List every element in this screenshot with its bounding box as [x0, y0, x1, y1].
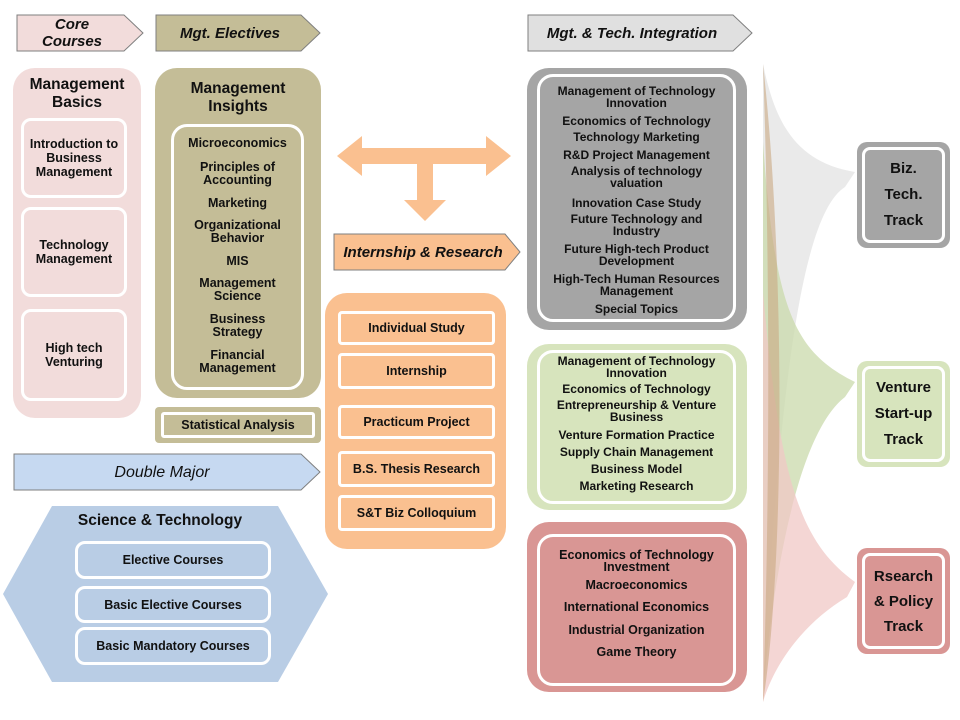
track-flow-shapes — [763, 64, 855, 702]
course-supply-chain-management: Supply Chain Management — [559, 445, 714, 459]
course-innovation-case-study: Innovation Case Study — [571, 196, 702, 210]
course-high-tech-venturing: High tech Venturing — [21, 309, 127, 401]
course-technology-marketing: Technology Marketing — [573, 130, 700, 144]
course-basic-mandatory-courses: Basic Mandatory Courses — [75, 627, 271, 665]
course-organizational-behavior: Organizational Behavior — [194, 218, 281, 245]
internship-research-arrow-shape — [333, 233, 521, 271]
biz-tech-track: Biz. Tech. Track — [857, 142, 950, 248]
course-mot-innovation-biz: Management of Technology Innovation — [557, 84, 716, 110]
course-analysis-technology-valuation: Analysis of technology valuation — [570, 164, 703, 190]
course-special-topics: Special Topics — [594, 302, 679, 316]
research-policy-track: Rsearch & Policy Track — [857, 548, 950, 654]
double-major-tag: Double Major — [13, 453, 321, 491]
integration-label: Mgt. & Tech. Integration — [546, 24, 718, 42]
course-future-technology-industry: Future Technology and Industry — [570, 212, 703, 238]
integration-tag: Mgt. & Tech. Integration — [527, 14, 753, 52]
course-venture-formation-practice: Venture Formation Practice — [558, 428, 715, 442]
course-internship: Internship — [338, 353, 495, 389]
course-business-model: Business Model — [590, 462, 683, 476]
course-future-hightech-product-dev: Future High-tech Product Development — [564, 242, 709, 268]
course-individual-study: Individual Study — [338, 311, 495, 345]
venture-course-list: Management of Technology Innovation Econ… — [537, 350, 736, 504]
core-courses-arrow-shape — [16, 14, 144, 52]
course-financial-management: Financial Management — [199, 348, 276, 375]
mgt-electives-label: Mgt. Electives — [179, 24, 281, 42]
course-practicum-project: Practicum Project — [338, 405, 495, 439]
management-insights-title: Management Insights — [190, 80, 286, 115]
course-hightech-human-resources: High-Tech Human Resources Management — [553, 272, 720, 298]
course-economics-of-technology-biz: Economics of Technology — [562, 114, 711, 128]
course-management-science: Management Science — [199, 276, 276, 303]
venture-track-label: Venture Start-up Track — [862, 366, 945, 462]
course-industrial-organization: Industrial Organization — [568, 623, 705, 637]
course-elective-courses: Elective Courses — [75, 541, 271, 579]
biz-tech-track-label: Biz. Tech. Track — [862, 147, 945, 243]
statistical-analysis-panel: Statistical Analysis — [155, 407, 321, 443]
internship-research-label: Internship & Research — [343, 243, 503, 261]
double-major-arrow-shape — [13, 453, 321, 491]
integration-arrow-shape — [527, 14, 753, 52]
course-microeconomics: Microeconomics — [188, 136, 287, 150]
course-intro-business-management: Introduction to Business Management — [21, 118, 127, 198]
course-macroeconomics: Macroeconomics — [585, 578, 688, 592]
mgt-electives-arrow-shape — [155, 14, 321, 52]
course-international-economics: International Economics — [563, 600, 710, 614]
core-courses-label: Core Courses — [41, 16, 103, 50]
course-game-theory: Game Theory — [596, 645, 677, 659]
core-courses-tag: Core Courses — [16, 14, 144, 52]
research-policy-track-label: Rsearch & Policy Track — [862, 553, 945, 649]
course-principles-of-accounting: Principles of Accounting — [199, 160, 276, 187]
course-marketing: Marketing — [207, 196, 268, 210]
course-marketing-research: Marketing Research — [579, 479, 694, 493]
management-basics-title: Management Basics — [29, 76, 125, 111]
cross-arrow-shape — [337, 136, 511, 221]
venture-course-panel: Management of Technology Innovation Econ… — [527, 344, 747, 510]
course-mot-innovation-venture: Management of Technology Innovation — [557, 354, 716, 380]
biz-tech-course-list: Management of Technology Innovation Econ… — [537, 74, 736, 322]
course-st-biz-colloquium: S&T Biz Colloquium — [338, 495, 495, 531]
management-insights-list: Microeconomics Principles of Accounting … — [171, 124, 304, 390]
science-technology-title: Science & Technology — [77, 512, 243, 529]
internship-research-tag: Internship & Research — [333, 233, 521, 271]
course-rd-project-management: R&D Project Management — [563, 148, 710, 162]
research-course-panel: Economics of Technology Investment Macro… — [527, 522, 747, 692]
mgt-electives-tag: Mgt. Electives — [155, 14, 321, 52]
venture-track: Venture Start-up Track — [857, 361, 950, 467]
management-insights-panel: Management Insights Microeconomics Princ… — [155, 68, 321, 398]
biz-tech-course-panel: Management of Technology Innovation Econ… — [527, 68, 747, 330]
course-basic-elective-courses: Basic Elective Courses — [75, 586, 271, 623]
internship-research-panel: Individual Study Internship Practicum Pr… — [325, 293, 506, 549]
course-mis: MIS — [226, 254, 249, 268]
course-economics-of-technology-venture: Economics of Technology — [562, 382, 711, 396]
research-course-list: Economics of Technology Investment Macro… — [537, 534, 736, 686]
course-business-strategy: Business Strategy — [209, 312, 266, 339]
course-statistical-analysis: Statistical Analysis — [161, 412, 315, 438]
course-technology-management: Technology Management — [21, 207, 127, 297]
course-economics-technology-investment: Economics of Technology Investment — [559, 548, 714, 574]
course-entrepreneurship-venture-business: Entrepreneurship & Venture Business — [556, 398, 717, 424]
course-bs-thesis-research: B.S. Thesis Research — [338, 451, 495, 487]
double-major-label: Double Major — [114, 463, 210, 481]
management-basics-panel: Management Basics Introduction to Busine… — [13, 68, 141, 418]
